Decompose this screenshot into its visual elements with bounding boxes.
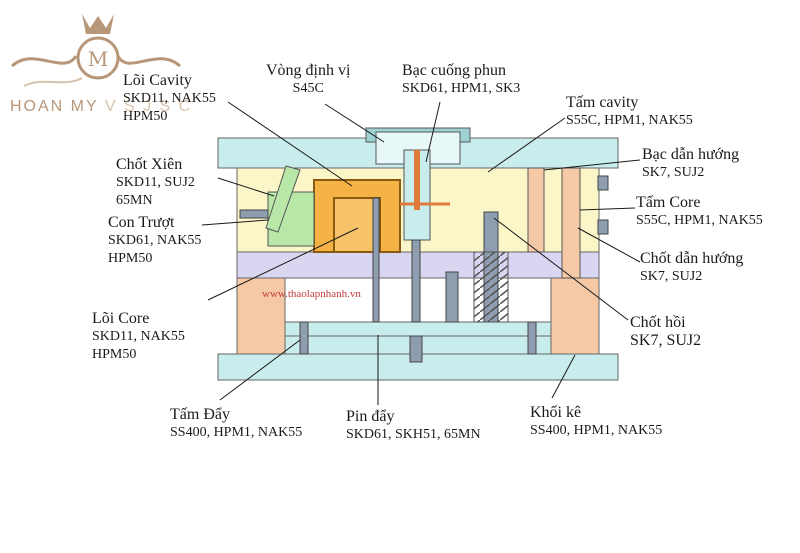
label-guide-pin: Chốt dẫn hướng SK7, SUJ2	[640, 250, 744, 284]
ejector-retainer-plate	[284, 321, 552, 337]
label-return-pin: Chốt hồi SK7, SUJ2	[630, 314, 702, 349]
spring-shape	[473, 251, 509, 323]
logo-text: HOAN MY V S J S C	[10, 98, 193, 115]
label-locating-ring: Vòng định vị S45C	[266, 62, 351, 96]
label-guide-bushing: Bạc dẫn hướng SK7, SUJ2	[642, 146, 740, 180]
ejector-pin-shape-1	[372, 197, 380, 323]
label-ejector-pin: Pin đẩy SKD61, SKH51, 65MN	[346, 408, 481, 442]
label-cavity-plate: Tấm cavity S55C, HPM1, NAK55	[566, 94, 693, 128]
brand-logo: M	[10, 14, 182, 87]
label-angle-pin: Chốt Xiên SKD11, SUJ2 65MN	[116, 156, 195, 208]
ejector-pin-shape-2	[411, 239, 421, 323]
watermark-text: www.thaolapnhanh.vn	[262, 288, 361, 300]
label-core-insert: Lõi Core SKD11, NAK55 HPM50	[92, 310, 185, 362]
core-insert-shape	[333, 197, 381, 253]
label-core-plate: Tấm Core S55C, HPM1, NAK55	[636, 194, 763, 228]
angle-pin-shape	[265, 165, 301, 233]
svg-text:M: M	[88, 47, 108, 71]
leader-lines	[201, 101, 641, 405]
label-slider: Con Trượt SKD61, NAK55 HPM50	[108, 214, 202, 266]
label-sprue-bushing: Bạc cuống phun SKD61, HPM1, SK3	[402, 62, 521, 96]
label-cavity-insert: Lõi Cavity SKD11, NAK55 HPM50	[123, 72, 216, 124]
guide-pin-shape	[561, 167, 581, 279]
support-block-right	[550, 277, 600, 355]
label-ejector-plate: Tấm Đẩy SS400, HPM1, NAK55	[170, 406, 303, 440]
guide-bushing-shape	[527, 167, 545, 253]
label-support-block: Khối kê SS400, HPM1, NAK55	[530, 404, 663, 438]
